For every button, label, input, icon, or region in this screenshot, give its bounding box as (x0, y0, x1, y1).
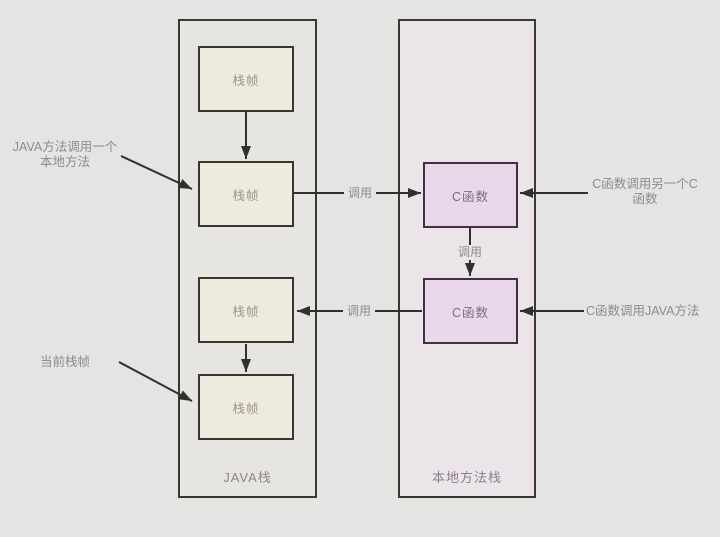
annotation-java-calls-native-line2: 本地方法 (39, 155, 90, 169)
stack-frame-box-2: 栈帧 (198, 161, 294, 227)
stack-frame-box-1-label: 栈帧 (232, 73, 260, 88)
annotation-c-calls-c-line2: 函数 (632, 192, 658, 206)
annotation-java-calls-native-line1: JAVA方法调用一个 (12, 140, 118, 154)
stack-frame-box-4: 栈帧 (198, 374, 294, 440)
native-method-stack-label: 本地方法栈 (431, 470, 502, 485)
java-stack-label: JAVA栈 (223, 470, 272, 485)
stack-frame-box-4-label: 栈帧 (232, 401, 260, 416)
call-label-cfunc2-to-frame3: 调用 (343, 304, 375, 319)
annotation-current-frame: 当前栈帧 (39, 355, 90, 369)
call-label-cfunc1-to-cfunc2: 调用 (454, 245, 486, 260)
c-function-box-1: C函数 (423, 162, 518, 228)
annotation-java-calls-native: JAVA方法调用一个 本地方法 (6, 140, 124, 170)
c-function-box-2: C函数 (423, 278, 518, 344)
call-label-frame2-to-cfunc1: 调用 (344, 186, 376, 201)
c-function-box-2-label: C函数 (451, 305, 490, 320)
stack-frame-box-3-label: 栈帧 (232, 304, 260, 319)
stack-frame-box-1: 栈帧 (198, 46, 294, 112)
c-function-box-1-label: C函数 (451, 189, 490, 204)
stack-frame-box-2-label: 栈帧 (232, 188, 260, 203)
annotation-c-calls-c-line1: C函数调用另一个C (592, 177, 698, 191)
native-method-stack-container: 本地方法栈 (398, 19, 536, 498)
stack-frame-box-3: 栈帧 (198, 277, 294, 343)
annotation-c-calls-java: C函数调用JAVA方法 (586, 304, 700, 318)
annotation-c-calls-c: C函数调用另一个C 函数 (588, 177, 702, 207)
